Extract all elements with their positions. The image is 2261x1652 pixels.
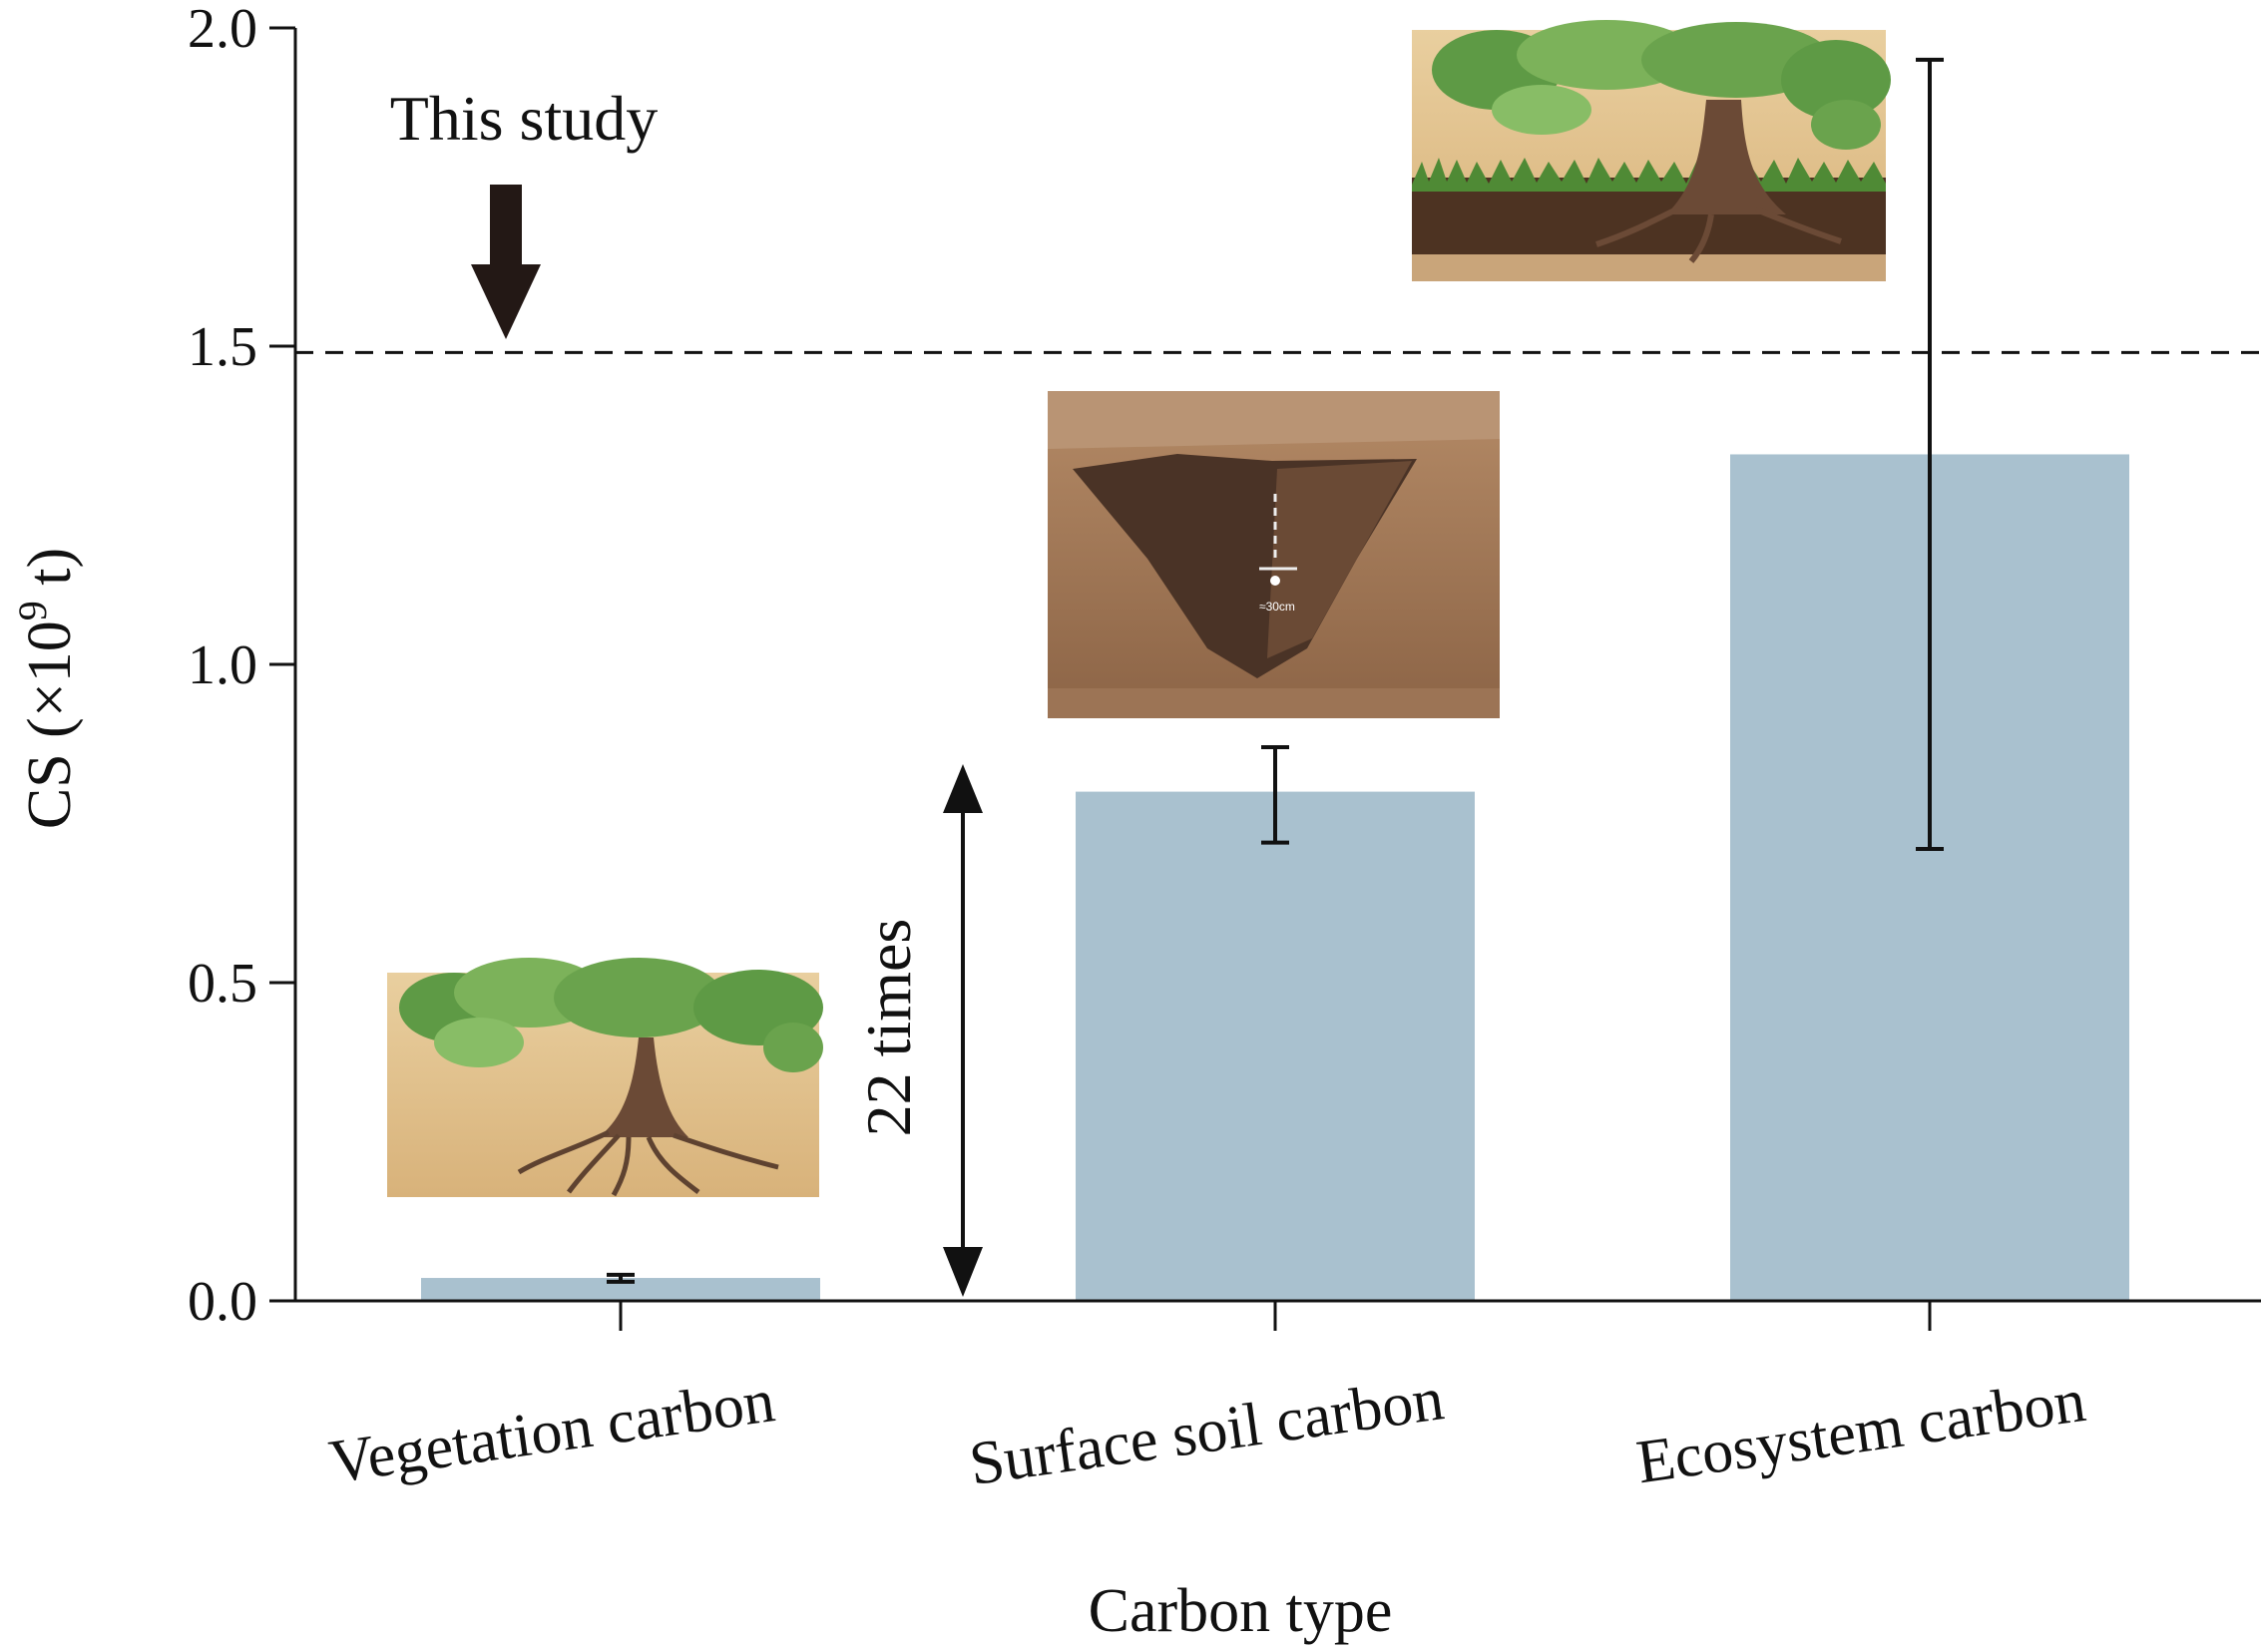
soil-profile-illustration: ≈30cm [1048, 391, 1500, 718]
bar [421, 1278, 820, 1301]
this-study-label: This study [390, 83, 658, 154]
soil-depth-label: ≈30cm [1259, 600, 1295, 614]
y-axis-label: CS (×109 t) [10, 548, 84, 829]
tree-roots-illustration [387, 958, 823, 1197]
y-tick-label: 2.0 [188, 0, 257, 60]
y-tick-label: 1.0 [188, 634, 257, 696]
this-study-arrow [471, 185, 541, 339]
x-tick-label: Surface soil carbon [966, 1365, 1448, 1498]
ecosystem-illustration [1412, 20, 1891, 281]
x-tick-label: Ecosystem carbon [1632, 1367, 2089, 1496]
x-tick-label: Vegetation carbon [325, 1367, 778, 1496]
y-tick-label: 0.0 [188, 1271, 257, 1333]
y-tick-label: 0.5 [188, 953, 257, 1015]
ratio-label: 22 times [853, 919, 924, 1137]
x-axis-label: Carbon type [1089, 1577, 1393, 1645]
y-tick-label: 1.5 [188, 316, 257, 378]
ratio-double-arrow [943, 764, 983, 1297]
bar [1076, 791, 1475, 1301]
